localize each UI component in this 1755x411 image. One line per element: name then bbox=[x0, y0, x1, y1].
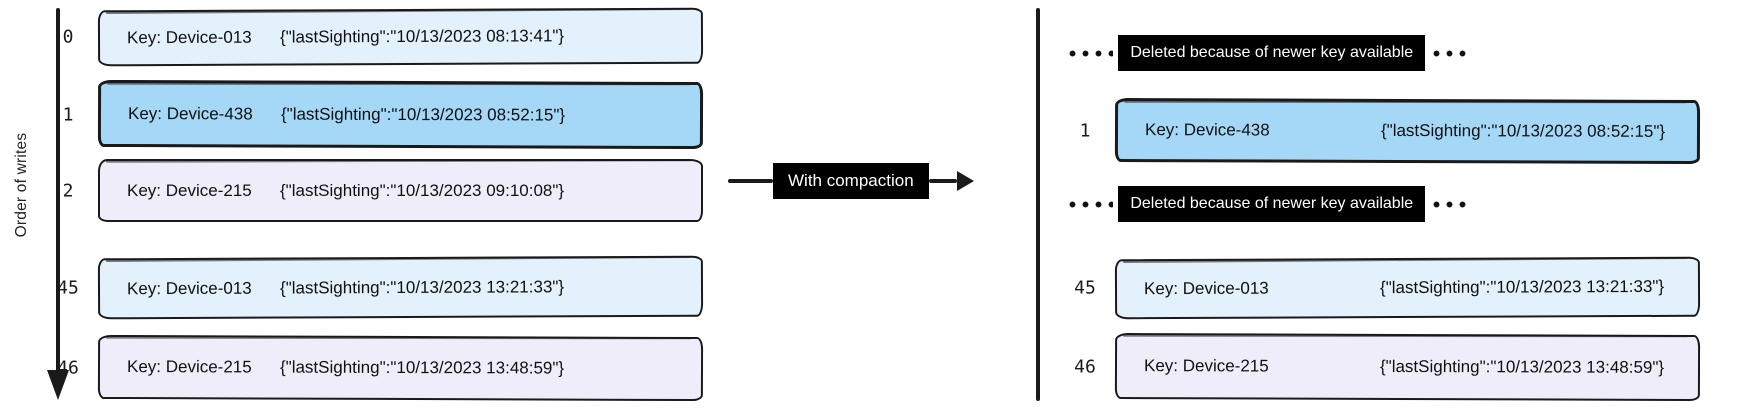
row-index: 45 bbox=[1074, 277, 1096, 299]
record-value: {"lastSighting":"10/13/2023 13:21:33"} bbox=[279, 276, 565, 298]
record-box: Key: Device-438 {"lastSighting":"10/13/20… bbox=[1114, 97, 1701, 165]
record-value: {"lastSighting":"10/13/2023 08:52:15"} bbox=[280, 104, 566, 125]
log-record-row: 45 Key: Device-013 {"lastSighting":"10/13/… bbox=[1074, 256, 1701, 320]
dotted-line-left bbox=[1066, 49, 1114, 57]
deleted-marker-label: Deleted because of newer key available bbox=[1118, 186, 1426, 222]
row-index: 46 bbox=[57, 357, 79, 379]
record-box: Key: Device-215 {"lastSighting":"10/13/20… bbox=[1114, 332, 1701, 402]
record-value: {"lastSighting":"10/13/2023 08:13:41"} bbox=[279, 26, 565, 47]
record-box: Key: Device-215 {"lastSighting":"10/13/20… bbox=[98, 159, 703, 222]
log-record-row: 45 Key: Device-013 {"lastSighting":"10/13/… bbox=[57, 255, 704, 320]
record-key: Key: Device-215 bbox=[1143, 356, 1269, 376]
arrow-right-icon bbox=[956, 171, 974, 191]
row-index: 2 bbox=[62, 180, 74, 201]
dotted-line-right bbox=[1430, 200, 1468, 208]
record-key: Key: Device-438 bbox=[1144, 120, 1270, 140]
with-compaction-label: With compaction bbox=[773, 163, 929, 199]
record-box: Key: Device-013 {"lastSighting":"10/13/20… bbox=[97, 7, 704, 67]
log-record-row: 1 Key: Device-438 {"lastSighting":"10/13/2… bbox=[1080, 97, 1701, 165]
record-value: {"lastSighting":"10/13/2023 13:48:59"} bbox=[279, 357, 565, 378]
record-box: Key: Device-438 {"lastSighting":"10/13/20… bbox=[97, 79, 704, 150]
log-record-row: 0 Key: Device-013 {"lastSighting":"10/13/2… bbox=[63, 7, 704, 67]
row-index: 1 bbox=[1079, 120, 1091, 142]
deleted-marker-label: Deleted because of newer key available bbox=[1118, 35, 1426, 71]
row-index: 1 bbox=[62, 104, 74, 125]
record-value: {"lastSighting":"10/13/2023 09:10:08"} bbox=[280, 180, 565, 200]
compacted-log-boundary-line bbox=[1036, 8, 1040, 401]
row-index: 0 bbox=[62, 26, 74, 48]
record-key: Key: Device-215 bbox=[127, 180, 252, 200]
row-index: 45 bbox=[57, 277, 79, 298]
axis-label: Order of writes bbox=[13, 132, 30, 238]
with-compaction-arrow: With compaction bbox=[728, 163, 974, 199]
log-record-row: 46 Key: Device-215 {"lastSighting":"10/13/… bbox=[1074, 332, 1701, 402]
arrow-tail-left bbox=[728, 179, 773, 183]
record-box: Key: Device-215 {"lastSighting":"10/13/20… bbox=[97, 334, 704, 402]
record-key: Key: Device-215 bbox=[126, 357, 252, 377]
record-value: {"lastSighting":"10/13/2023 13:48:59"} bbox=[1379, 356, 1665, 377]
arrow-down-icon bbox=[47, 370, 69, 400]
arrow-tail-right bbox=[928, 179, 957, 183]
deleted-marker-row: Deleted because of newer key available bbox=[1066, 186, 1468, 222]
axis-arrow-line bbox=[56, 8, 60, 372]
dotted-line-left bbox=[1066, 200, 1114, 208]
record-value: {"lastSighting":"10/13/2023 13:21:33"} bbox=[1379, 276, 1665, 298]
deleted-marker-row: Deleted because of newer key available bbox=[1066, 35, 1468, 71]
log-record-row: 46 Key: Device-215 {"lastSighting":"10/13/… bbox=[57, 334, 704, 402]
dotted-line-right bbox=[1430, 49, 1468, 57]
record-key: Key: Device-013 bbox=[126, 27, 252, 48]
record-box: Key: Device-013 {"lastSighting":"10/13/20… bbox=[1114, 256, 1701, 320]
record-box: Key: Device-013 {"lastSighting":"10/13/20… bbox=[97, 255, 704, 320]
record-key: Key: Device-013 bbox=[126, 278, 252, 298]
record-value: {"lastSighting":"10/13/2023 08:52:15"} bbox=[1380, 120, 1666, 141]
log-record-row: 1 Key: Device-438 {"lastSighting":"10/13/2… bbox=[63, 79, 704, 150]
row-index: 46 bbox=[1074, 356, 1096, 378]
record-key: Key: Device-013 bbox=[1143, 278, 1269, 299]
log-record-row: 2 Key: Device-215 {"lastSighting":"10/13/2… bbox=[63, 159, 703, 222]
record-key: Key: Device-438 bbox=[127, 103, 253, 123]
